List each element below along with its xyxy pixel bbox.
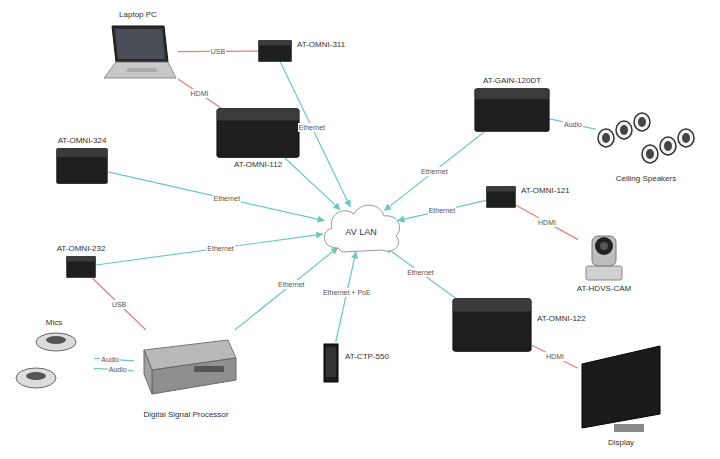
box-icon [452, 298, 532, 352]
box-icon [56, 148, 108, 184]
device-label: AT-OMNI-311 [296, 40, 346, 50]
device-node: AT-CTP-550 [322, 342, 340, 384]
device-label: AT-HDVS-CAM [576, 284, 633, 294]
video-cable [92, 278, 146, 330]
cable-label: HDMI [545, 352, 565, 361]
cable-label: Ethernet [213, 194, 241, 203]
video-cable [178, 79, 221, 108]
device-node: Digital Signal Processor [134, 330, 238, 408]
device-label: AT-OMNI-121 [520, 186, 571, 196]
device-node: AT-HDVS-CAM [578, 226, 630, 282]
device-label: AT-OMNI-122 [536, 314, 587, 324]
device-label: Mics [45, 318, 63, 328]
mics-icon [14, 330, 94, 392]
device-node: Laptop PC [98, 22, 178, 82]
cable-label: USB [111, 300, 127, 309]
device-node: AT-GAIN-120DT [474, 88, 550, 132]
cable-label: Ethernet [420, 167, 448, 176]
cable-label: USB [210, 47, 226, 56]
network-cable [108, 172, 324, 221]
device-label: AT-OMNI-112 [233, 160, 283, 170]
box-icon [474, 88, 550, 132]
cable-label: Ethernet [206, 244, 234, 253]
device-label: AT-CTP-550 [344, 352, 390, 362]
cable-label: Ethernet [277, 280, 305, 289]
network-cable [550, 119, 596, 130]
device-node: AT-OMNI-121 [486, 186, 516, 208]
cable-label: HDMI [537, 218, 557, 227]
laptop-icon [98, 22, 178, 82]
device-node: AT-OMNI-112 [216, 108, 300, 158]
device-label: AT-OMNI-232 [56, 244, 107, 254]
device-node: Display [578, 344, 664, 436]
cable-label: Audio [108, 365, 128, 374]
spk-icon [596, 110, 696, 172]
device-node: AT-OMNI-324 [56, 148, 108, 184]
cable-label: HDMI [190, 89, 210, 98]
device-label: AV LAN [344, 227, 377, 237]
network-cable [385, 132, 485, 210]
cable-label: Ethernet [406, 268, 434, 277]
device-node: AT-OMNI-311 [258, 40, 292, 62]
network-cable [398, 200, 486, 220]
device-label: Ceiling Speakers [615, 174, 677, 184]
device-node: Mics [14, 330, 94, 392]
cam-icon [578, 226, 630, 282]
device-label: Laptop PC [118, 10, 158, 20]
device-label: Digital Signal Processor [143, 410, 230, 420]
device-node: AT-OMNI-232 [66, 256, 96, 278]
cable-label: Ethernet [298, 123, 326, 132]
network-cable [386, 247, 456, 298]
network-cable [336, 252, 356, 342]
device-node: Ceiling Speakers [596, 110, 696, 172]
device-node: AT-OMNI-122 [452, 298, 532, 352]
cable-label: Ethernet [428, 206, 456, 215]
dsp-icon [134, 330, 238, 408]
video-cable [532, 345, 578, 368]
cable-label: Audio [100, 355, 120, 364]
device-label: Display [607, 438, 635, 448]
disp-icon [578, 344, 664, 436]
network-cable [96, 234, 323, 265]
network-cloud: AV LAN [318, 200, 404, 258]
box-icon [66, 256, 96, 278]
device-label: AT-OMNI-324 [57, 136, 108, 146]
device-label: AT-GAIN-120DT [482, 76, 542, 86]
video-cable [516, 205, 578, 239]
box-icon [258, 40, 292, 62]
box-icon [216, 108, 300, 158]
cable-label: Ethernet + PoE [322, 288, 372, 297]
box-icon [486, 186, 516, 208]
network-cable [285, 158, 340, 209]
cable-label: Audio [563, 120, 583, 129]
panel-icon [322, 342, 340, 384]
